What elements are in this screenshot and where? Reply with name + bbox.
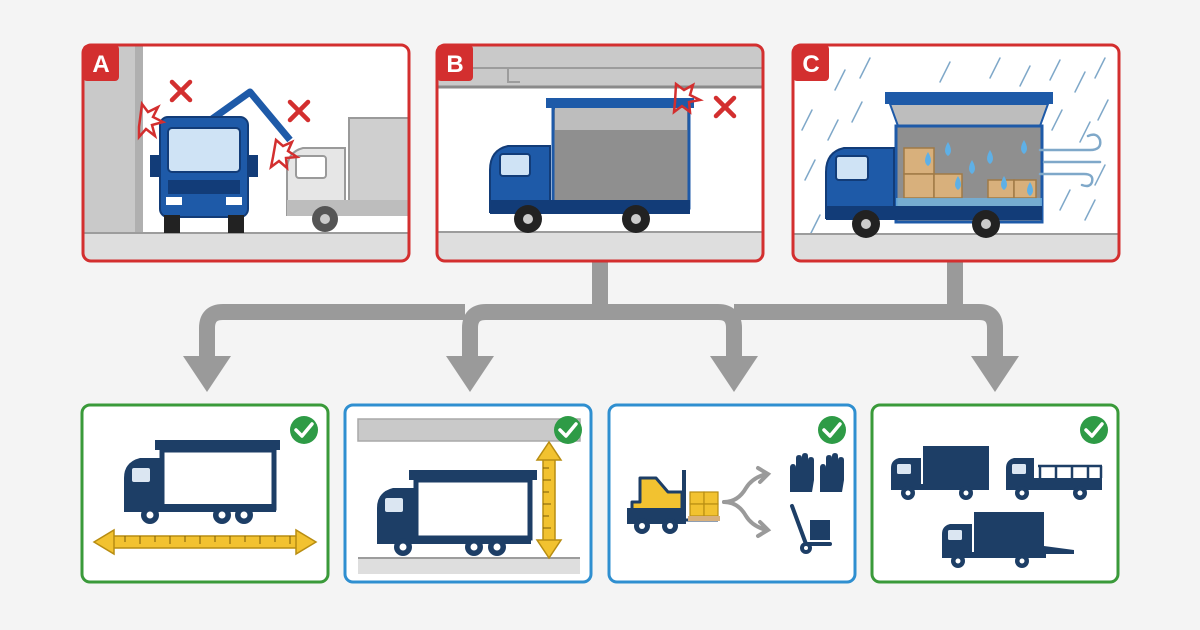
- box-truck-icon: [891, 446, 989, 500]
- check-badge-icon: [818, 416, 846, 444]
- solution-panel-3: [607, 403, 857, 584]
- wind-gust-icon: [1038, 133, 1102, 188]
- arrow-head-3: [710, 356, 758, 392]
- arrow-head-2: [446, 356, 494, 392]
- arrow-heads: [183, 356, 1019, 392]
- connector-bus-right: [734, 304, 1003, 360]
- problem-label-a: A: [92, 51, 109, 78]
- truck-icon: [377, 470, 537, 556]
- problem-panel-c: C: [791, 43, 1121, 263]
- water-drop-icon: [925, 140, 1033, 196]
- solution-panel-4: [870, 403, 1120, 584]
- check-badge-icon: [1080, 416, 1108, 444]
- error-x-icon: [287, 99, 311, 123]
- problem-panel-a: A: [81, 43, 411, 263]
- roof-collision-spark-icon: [672, 81, 704, 115]
- overhead-beam-icon: [357, 418, 581, 442]
- tall-truck-side: [489, 98, 694, 233]
- length-measure-icon: [92, 528, 318, 556]
- connector-bus-left: [199, 304, 465, 360]
- arrow-head-4: [971, 356, 1019, 392]
- arrow-head-1: [183, 356, 231, 392]
- tail-lift-truck-icon: [942, 512, 1074, 568]
- arm-spark-icon: [269, 137, 301, 172]
- truck-icon: [124, 440, 280, 524]
- overhead-beam-icon: [437, 45, 763, 87]
- error-x-icon: [169, 79, 193, 103]
- problem-badge-c: [793, 45, 829, 81]
- solution-panel-1: [80, 403, 330, 584]
- solution-panel-2: [343, 403, 593, 584]
- height-measure-icon: [535, 440, 563, 560]
- work-gloves-icon: [790, 453, 844, 492]
- crane-arm-hit-icon: [202, 88, 293, 143]
- blue-truck-front: [150, 116, 258, 233]
- forklift-icon: [627, 470, 720, 534]
- problem-label-b: B: [446, 51, 463, 78]
- problem-badge-a: [83, 45, 119, 81]
- flatbed-truck-icon: [1006, 458, 1103, 500]
- connector-bus-mid: [462, 304, 742, 360]
- problem-label-c: C: [802, 51, 819, 78]
- problem-badge-b: [437, 45, 473, 81]
- split-arrows: [722, 466, 772, 538]
- check-badge-icon: [554, 416, 582, 444]
- wall-scrape-spark-icon: [137, 100, 167, 141]
- error-x-icon: [713, 95, 737, 119]
- open-truck-in-rain: [825, 92, 1053, 238]
- hand-trolley-icon: [790, 504, 832, 554]
- check-badge-icon: [290, 416, 318, 444]
- connector-arrows: [199, 262, 1003, 360]
- problem-panel-b: B: [435, 43, 765, 263]
- parked-gray-truck: [286, 117, 409, 232]
